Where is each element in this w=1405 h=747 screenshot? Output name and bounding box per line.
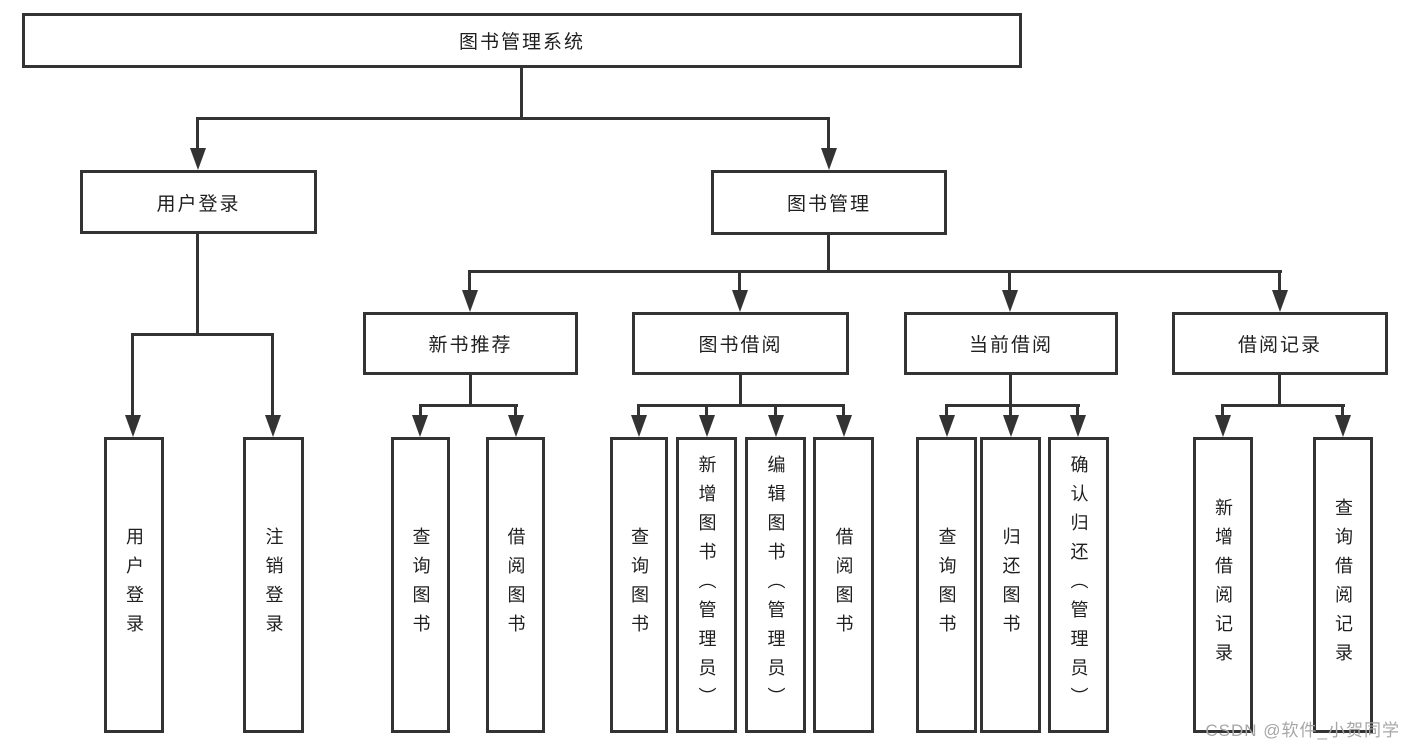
arrow-down-icon xyxy=(1215,415,1231,437)
arrow-down-icon xyxy=(631,415,647,437)
connector-user-login-branch xyxy=(131,333,274,336)
connector-leaf-stub xyxy=(514,404,517,417)
node-label: 借阅记录 xyxy=(1237,335,1322,356)
connector-new-book-branch xyxy=(419,404,518,407)
node-book-borrow: 图书借阅 xyxy=(632,312,849,375)
node-label: 图书管理 xyxy=(786,194,871,215)
arrow-down-icon xyxy=(190,148,206,170)
arrow-down-icon xyxy=(821,148,837,170)
leaf-label: 查询图书 xyxy=(410,527,431,643)
node-borrow-records: 借阅记录 xyxy=(1172,312,1388,375)
arrow-down-icon xyxy=(1070,415,1086,437)
connector-leaf-stub xyxy=(705,404,708,417)
connector-to-current-borrow xyxy=(1008,270,1011,292)
connector-current-borrow-branch xyxy=(945,404,1080,407)
arrow-down-icon xyxy=(1272,290,1288,312)
connector-leaf-stub xyxy=(1221,404,1224,417)
arrow-down-icon xyxy=(1335,415,1351,437)
connector-to-leaf-logout xyxy=(271,333,274,416)
arrow-down-icon xyxy=(699,415,715,437)
leaf-borrow-books: 借阅图书 xyxy=(813,437,874,733)
leaf-label: 借阅图书 xyxy=(833,527,854,643)
connector-leaf-stub xyxy=(842,404,845,417)
arrow-down-icon xyxy=(836,415,852,437)
connector-to-book-borrow xyxy=(738,270,741,292)
node-label: 图书管理系统 xyxy=(458,32,585,53)
connector-leaf-stub xyxy=(1076,404,1079,417)
node-new-book-recommend: 新书推荐 xyxy=(363,312,578,375)
node-book-management: 图书管理 xyxy=(711,170,947,235)
leaf-label: 归还图书 xyxy=(1000,527,1021,643)
connector-leaf-stub xyxy=(419,404,422,417)
csdn-watermark: CSDN @软件_小贺同学 xyxy=(1205,721,1400,740)
connector-to-borrow-records xyxy=(1278,270,1281,292)
arrow-down-icon xyxy=(412,415,428,437)
connector-book-borrow-stem xyxy=(739,375,742,407)
arrow-down-icon xyxy=(732,290,748,312)
leaf-add-borrow-record: 新增借阅记录 xyxy=(1193,437,1253,733)
leaf-label: 用户登录 xyxy=(124,527,144,643)
connector-borrow-records-stem xyxy=(1278,375,1281,407)
leaf-label: 新增图书（管理员） xyxy=(696,454,717,716)
arrow-down-icon xyxy=(1002,290,1018,312)
leaf-query-borrow-record: 查询借阅记录 xyxy=(1313,437,1373,733)
connector-leaf-stub xyxy=(945,404,948,417)
leaf-query-books-recommend: 查询图书 xyxy=(391,437,450,733)
connector-new-book-stem xyxy=(469,375,472,407)
connector-leaf-stub xyxy=(774,404,777,417)
leaf-query-books-borrow: 查询图书 xyxy=(610,437,668,733)
node-library-management-system: 图书管理系统 xyxy=(22,13,1022,68)
connector-to-book-management xyxy=(827,117,830,149)
leaf-label: 查询图书 xyxy=(629,527,649,643)
leaf-label: 借阅图书 xyxy=(505,527,526,643)
connector-root-branch xyxy=(196,117,830,120)
connector-to-user-login xyxy=(196,117,199,149)
connector-root-stem xyxy=(520,68,523,120)
leaf-label: 查询图书 xyxy=(936,527,957,643)
connector-leaf-stub xyxy=(1009,404,1012,417)
arrow-down-icon xyxy=(768,415,784,437)
leaf-add-books-admin: 新增图书（管理员） xyxy=(676,437,737,733)
connector-book-management-branch xyxy=(468,270,1282,273)
leaf-label: 确认归还（管理员） xyxy=(1068,454,1089,716)
arrow-down-icon xyxy=(462,290,478,312)
arrow-down-icon xyxy=(508,415,524,437)
connector-leaf-stub xyxy=(1341,404,1344,417)
node-current-borrow: 当前借阅 xyxy=(904,312,1118,375)
leaf-label: 编辑图书（管理员） xyxy=(765,454,786,716)
connector-book-management-stem xyxy=(827,235,830,273)
leaf-label: 查询借阅记录 xyxy=(1333,498,1353,672)
arrow-down-icon xyxy=(125,415,141,437)
arrow-down-icon xyxy=(939,415,955,437)
node-label: 图书借阅 xyxy=(698,335,783,356)
connector-current-borrow-stem xyxy=(1009,375,1012,407)
arrow-down-icon xyxy=(265,415,281,437)
node-label: 用户登录 xyxy=(156,193,241,215)
connector-leaf-stub xyxy=(637,404,640,417)
node-label: 当前借阅 xyxy=(968,335,1053,356)
leaf-return-books: 归还图书 xyxy=(980,437,1041,733)
arrow-down-icon xyxy=(1003,415,1019,437)
leaf-query-books-current: 查询图书 xyxy=(916,437,977,733)
connector-book-borrow-branch xyxy=(638,404,845,407)
leaf-logout: 注销登录 xyxy=(243,437,304,733)
connector-borrow-records-branch xyxy=(1222,404,1345,407)
leaf-user-login: 用户登录 xyxy=(104,437,164,733)
leaf-confirm-return-admin: 确认归还（管理员） xyxy=(1048,437,1109,733)
node-label: 新书推荐 xyxy=(428,335,513,356)
leaf-label: 注销登录 xyxy=(263,527,284,643)
connector-to-new-book xyxy=(468,270,471,292)
leaf-edit-books-admin: 编辑图书（管理员） xyxy=(745,437,806,733)
connector-user-login-stem xyxy=(196,234,199,336)
node-user-login: 用户登录 xyxy=(80,170,317,234)
connector-to-leaf-login xyxy=(131,333,134,416)
leaf-borrow-books-recommend: 借阅图书 xyxy=(486,437,545,733)
leaf-label: 新增借阅记录 xyxy=(1213,498,1233,672)
